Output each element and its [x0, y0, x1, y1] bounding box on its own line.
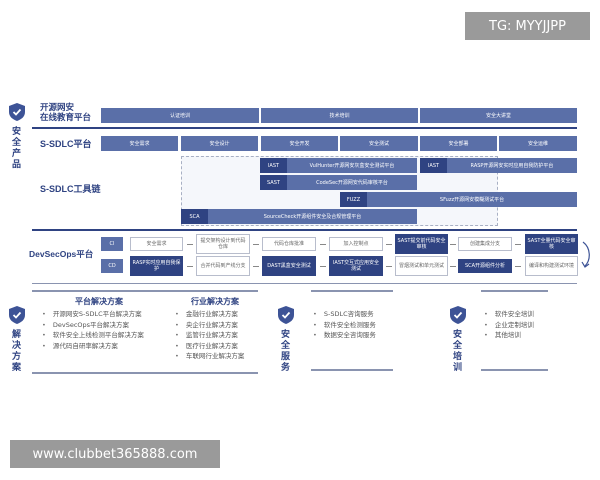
cd-step: 编译和构建测试环境 — [525, 256, 578, 276]
list-item: 企业定制培训 — [484, 320, 534, 331]
cd-step: RASP实时应用自我保护 — [130, 256, 183, 276]
list-item: DevSecOps平台解决方案 — [42, 320, 144, 331]
cd-step: DAST黑盒安全测试 — [262, 256, 316, 276]
edu-item[interactable]: 安全大讲堂 — [420, 108, 577, 123]
devsecops-label: DevSecOps平台 — [29, 249, 94, 259]
watermark-top: TG: MYYJJPP — [465, 12, 590, 40]
edu-item[interactable]: 技术培训 — [261, 108, 418, 123]
tool-codesec[interactable]: CodeSec开源网安代码审核平台 — [287, 175, 417, 190]
ci-step: SAST全量代码安全审核 — [525, 234, 578, 254]
ci-tag: CI — [101, 237, 123, 251]
list-item: 软件安全检测服务 — [313, 320, 376, 331]
shield-check-icon — [278, 306, 294, 324]
divider — [481, 290, 548, 292]
divider — [311, 290, 393, 292]
shield-check-icon — [450, 306, 466, 324]
training-list: 软件安全培训 企业定制培训 其他培训 — [484, 309, 534, 341]
list-item: 医疗行业解决方案 — [175, 341, 244, 352]
shield-check-icon — [9, 306, 25, 324]
divider — [32, 229, 577, 231]
ci-step: 加入控制点 — [329, 237, 383, 251]
tool-sourcecheck[interactable]: SourceCheck开源组件安全及合规管理平台 — [208, 209, 417, 224]
list-item: 监管行业解决方案 — [175, 330, 244, 341]
training-side-label: 安全培训 — [452, 330, 462, 373]
cd-step: 合并代码到产线分支 — [196, 256, 250, 276]
edu-item[interactable]: 认证培训 — [101, 108, 259, 123]
list-item: 软件安全培训 — [484, 309, 534, 320]
sdlc-phase[interactable]: 安全测试 — [340, 136, 418, 151]
sdlc-phase[interactable]: 安全运维 — [499, 136, 577, 151]
list-item: 金融行业解决方案 — [175, 309, 244, 320]
tool-tag: IAST — [420, 158, 447, 173]
ci-step: 代码仓库批准 — [262, 237, 316, 251]
list-item: 数据安全咨询服务 — [313, 330, 376, 341]
services-side-label: 安全服务 — [280, 330, 290, 373]
tool-tag: IAST — [260, 158, 287, 173]
cd-step: IAST交互式应用安全测试 — [329, 256, 383, 276]
sdlc-phase[interactable]: 安全设计 — [181, 136, 258, 151]
edu-platform-label: 开源网安 在线教育平台 — [40, 102, 92, 122]
list-item: 软件安全上线检测平台解决方案 — [42, 330, 144, 341]
divider — [311, 369, 393, 371]
sdlc-phase[interactable]: 安全开发 — [261, 136, 338, 151]
sdlc-phase[interactable]: 安全需求 — [101, 136, 178, 151]
watermark-bottom: www.clubbet365888.com — [10, 440, 220, 468]
industry-solutions-title: 行业解决方案 — [191, 297, 239, 306]
divider — [32, 372, 258, 374]
list-item: 其他培训 — [484, 330, 534, 341]
cd-step: SCA开源组件分析 — [458, 259, 512, 273]
services-list: S-SDLC咨询服务 软件安全检测服务 数据安全咨询服务 — [313, 309, 376, 341]
tool-vulhunter[interactable]: VulHunter开源网安灰盒安全测试平台 — [287, 158, 417, 173]
industry-solutions-list: 金融行业解决方案 央企行业解决方案 监管行业解决方案 医疗行业解决方案 车联网行… — [175, 309, 245, 362]
list-item: 车联网行业解决方案 — [175, 351, 245, 362]
list-item: 开源网安S-SDLC平台解决方案 — [42, 309, 144, 320]
sdlc-phase[interactable]: 安全部署 — [420, 136, 497, 151]
toolchain-label: S-SDLC工具链 — [40, 184, 101, 194]
tool-tag: SCA — [181, 209, 208, 224]
ci-step: 创建集成分支 — [458, 237, 512, 251]
list-item: S-SDLC咨询服务 — [313, 309, 376, 320]
platform-solutions-list: 开源网安S-SDLC平台解决方案 DevSecOps平台解决方案 软件安全上线检… — [42, 309, 144, 351]
cd-step: 冒烟测试和单元测试 — [395, 256, 448, 276]
tool-tag: SAST — [260, 175, 287, 190]
cd-tag: CD — [101, 259, 123, 273]
divider — [481, 369, 548, 371]
shield-check-icon — [9, 103, 25, 121]
tool-rasp[interactable]: RASP开源网安实时应用自我防护平台 — [447, 158, 577, 173]
tool-sfuzz[interactable]: SFuzz开源网安模糊测试平台 — [367, 192, 577, 207]
list-item: 源代码自研率解决方案 — [42, 341, 144, 352]
divider — [32, 127, 577, 129]
products-side-label: 安全产品 — [11, 127, 21, 170]
ci-step: SAST提交前代码安全审核 — [395, 234, 448, 254]
list-item: 央企行业解决方案 — [175, 320, 244, 331]
sdlc-platform-label: S-SDLC平台 — [40, 139, 92, 149]
tool-tag: FUZZ — [340, 192, 367, 207]
flow-arrow-icon — [581, 241, 590, 268]
solutions-side-label: 解决方案 — [11, 330, 21, 373]
ci-step: 提交架构设计到代码仓库 — [196, 234, 250, 254]
ci-step: 安全需求 — [130, 237, 183, 251]
divider — [32, 283, 577, 284]
divider — [32, 290, 258, 292]
platform-solutions-title: 平台解决方案 — [75, 297, 123, 306]
